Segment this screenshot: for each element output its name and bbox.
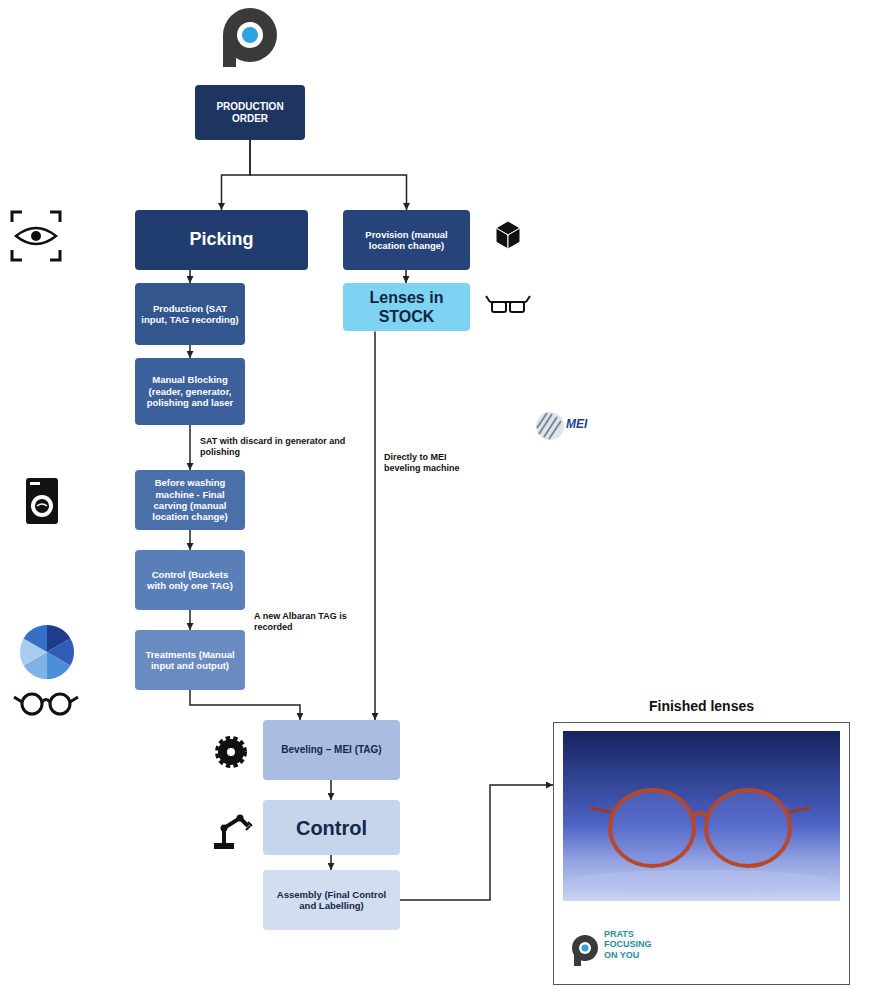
node-text: Before washing machine - Final carving (…	[141, 477, 239, 523]
node-text: Provision (manual location change)	[349, 229, 464, 252]
node-text: Assembly (Final Control and Labelling)	[269, 889, 394, 912]
flow-arrow	[400, 785, 553, 900]
pie-icon	[20, 625, 74, 679]
flow-arrow	[330, 855, 332, 870]
flow-arrow	[190, 690, 300, 720]
node-text: Manual Blocking (reader, generator, poli…	[141, 374, 239, 408]
process-box: Assembly (Final Control and Labelling)	[263, 870, 400, 930]
flow-arrow	[189, 270, 191, 283]
flow-arrow	[189, 345, 191, 358]
image-frame: Finished lensesPRATS FOCUSING ON YOU	[553, 722, 850, 985]
process-box: Provision (manual location change)	[343, 210, 470, 270]
flow-arrow	[189, 425, 191, 470]
frame-heading: Finished lenses	[554, 698, 849, 715]
flow-arrow	[189, 530, 191, 550]
glasses-icon	[14, 694, 78, 714]
process-box: Treatments (Manual input and output)	[135, 630, 245, 690]
node-text: Lenses in STOCK	[349, 288, 464, 326]
process-box: Picking	[135, 210, 308, 270]
flow-arrow	[330, 780, 332, 800]
edge-label: A new Albaran TAG is recorded	[252, 611, 356, 633]
stock-box: Lenses in STOCK	[343, 283, 470, 331]
flow-arrow	[189, 610, 191, 630]
brand-text: PRATS FOCUSING ON YOU	[604, 929, 666, 960]
process-box: Control	[263, 800, 400, 855]
edge-label: SAT with discard in generator and polish…	[198, 436, 352, 458]
saw-blade-icon	[218, 739, 244, 765]
brand-logo	[572, 935, 598, 966]
process-box: Control (Buckets with only one TAG)	[135, 550, 245, 610]
process-box: Beveling – MEI (TAG)	[263, 720, 400, 780]
logo-text: MEI	[566, 417, 587, 431]
flow-arrow	[250, 140, 407, 210]
company-logo	[223, 8, 277, 67]
node-text: PRODUCTION ORDER	[201, 101, 299, 125]
node-text: Control (Buckets with only one TAG)	[141, 569, 239, 592]
washing-machine-icon	[26, 478, 58, 524]
flow-arrow	[374, 331, 376, 720]
process-box: Production (SAT input, TAG recording)	[135, 283, 245, 345]
3d-glasses-icon	[486, 296, 530, 312]
node-text: Production (SAT input, TAG recording)	[141, 303, 239, 326]
box-icon	[496, 221, 520, 249]
node-text: Treatments (Manual input and output)	[141, 649, 239, 672]
process-box: Manual Blocking (reader, generator, poli…	[135, 358, 245, 425]
eye-scan-icon	[12, 212, 60, 260]
finished-lenses-photo	[563, 731, 840, 901]
edge-label: Directly to MEI beveling machine	[382, 452, 478, 474]
node-text: Control	[296, 816, 367, 840]
flow-arrow	[222, 140, 251, 210]
node-text: Beveling – MEI (TAG)	[281, 744, 381, 756]
node-text: Picking	[189, 229, 253, 251]
process-box: Before washing machine - Final carving (…	[135, 470, 245, 530]
mei-logo	[536, 412, 564, 440]
robot-arm-icon	[214, 815, 252, 850]
flow-arrow	[405, 270, 407, 283]
order-box: PRODUCTION ORDER	[195, 85, 305, 140]
